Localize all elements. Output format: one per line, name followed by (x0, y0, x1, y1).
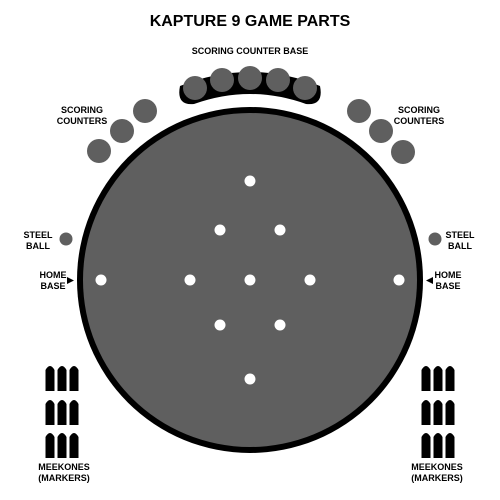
page-title: KAPTURE 9 GAME PARTS (149, 13, 351, 30)
meekone-marker (433, 433, 443, 458)
meekone-marker (45, 400, 55, 425)
board-holes (95, 175, 405, 385)
board-hole (214, 319, 226, 331)
board-hole (274, 319, 286, 331)
scoring-counter (391, 140, 415, 164)
scoring-counter (347, 99, 371, 123)
meekone-marker (433, 366, 443, 391)
meekones-right-label: MEEKONES (MARKERS) (411, 462, 463, 483)
board-hole (184, 274, 196, 286)
scoring-counter-base (179, 66, 321, 105)
base-counter-1 (183, 76, 207, 100)
meekone-marker (69, 400, 79, 425)
steel-ball-left-label: STEEL BALL (23, 230, 53, 251)
meekone-marker (69, 433, 79, 458)
game-board (77, 107, 423, 453)
base-counter-3 (238, 66, 262, 90)
meekone-marker (421, 433, 431, 458)
board-hole (244, 175, 256, 187)
board-hole (393, 274, 405, 286)
meekone-marker (445, 400, 455, 425)
home-base-arrow-left (67, 277, 74, 284)
base-counter-2 (210, 68, 234, 92)
scoring-counter (133, 99, 157, 123)
meekone-marker (57, 433, 67, 458)
scoring-counters-right-label: SCORING COUNTERS (393, 105, 445, 126)
board-hole (214, 224, 226, 236)
steel-ball-right-label: STEEL BALL (445, 230, 475, 251)
home-base-arrow-right (426, 277, 433, 284)
home-base-right-label: HOME BASE (434, 270, 462, 291)
board-hole (95, 274, 107, 286)
meekone-marker (57, 366, 67, 391)
meekone-marker (421, 366, 431, 391)
scoring-counter-base-label: SCORING COUNTER BASE (191, 46, 309, 56)
scoring-counters-left (87, 99, 157, 163)
meekone-marker (57, 400, 67, 425)
scoring-counters-left-label: SCORING COUNTERS (56, 105, 108, 126)
scoring-counters-right (347, 99, 415, 164)
meekone-marker (445, 366, 455, 391)
home-base-left-label: HOME BASE (39, 270, 67, 291)
meekone-marker (433, 400, 443, 425)
board-hole (244, 373, 256, 385)
board-hole (274, 224, 286, 236)
meekone-marker (421, 400, 431, 425)
base-counter-4 (266, 68, 290, 92)
scoring-counter (369, 119, 393, 143)
steel-ball-right (428, 232, 442, 246)
meekones-right-group (421, 366, 455, 458)
meekone-marker (45, 433, 55, 458)
meekone-marker (69, 366, 79, 391)
meekones-left-group (45, 366, 79, 458)
board-hole (304, 274, 316, 286)
meekones-left-label: MEEKONES (MARKERS) (38, 462, 90, 483)
scoring-counter (87, 139, 111, 163)
base-counter-5 (293, 76, 317, 100)
board-hole (244, 274, 256, 286)
steel-ball-left (59, 232, 73, 246)
meekone-marker (45, 366, 55, 391)
meekone-marker (445, 433, 455, 458)
scoring-counter (110, 119, 134, 143)
